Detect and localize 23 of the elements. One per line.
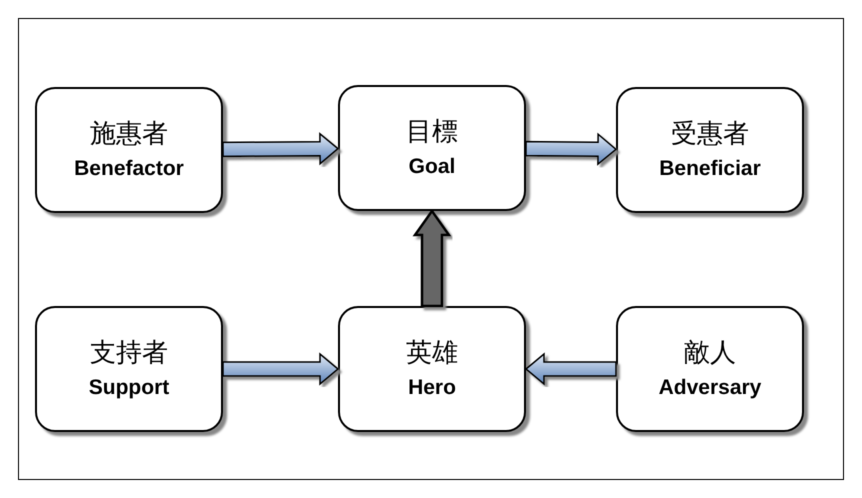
role-name-english: Benefactor	[74, 156, 184, 180]
role-name-chinese: 受惠者	[671, 120, 749, 149]
role-name-chinese: 英雄	[406, 339, 458, 368]
role-name-chinese: 支持者	[90, 339, 168, 368]
block-arrow	[412, 208, 452, 308]
role-name-chinese: 施惠者	[90, 120, 168, 149]
block-arrow	[222, 352, 340, 386]
role-box	[616, 306, 804, 432]
block-arrow	[525, 132, 618, 166]
role-name-english: Support	[88, 376, 170, 399]
role-box	[616, 87, 804, 213]
role-box	[338, 306, 526, 432]
role-box	[35, 306, 223, 432]
role-name-english: Adversary	[658, 376, 762, 399]
role-box	[338, 85, 526, 211]
role-name-english: Beneficiar	[659, 156, 761, 180]
block-arrow	[222, 132, 340, 166]
role-box	[35, 87, 223, 213]
role-name-chinese: 目標	[406, 118, 458, 147]
role-name-english: Goal	[408, 154, 456, 178]
role-name-chinese: 敵人	[684, 339, 736, 368]
role-name-english: Hero	[408, 376, 456, 399]
block-arrow	[524, 352, 617, 386]
